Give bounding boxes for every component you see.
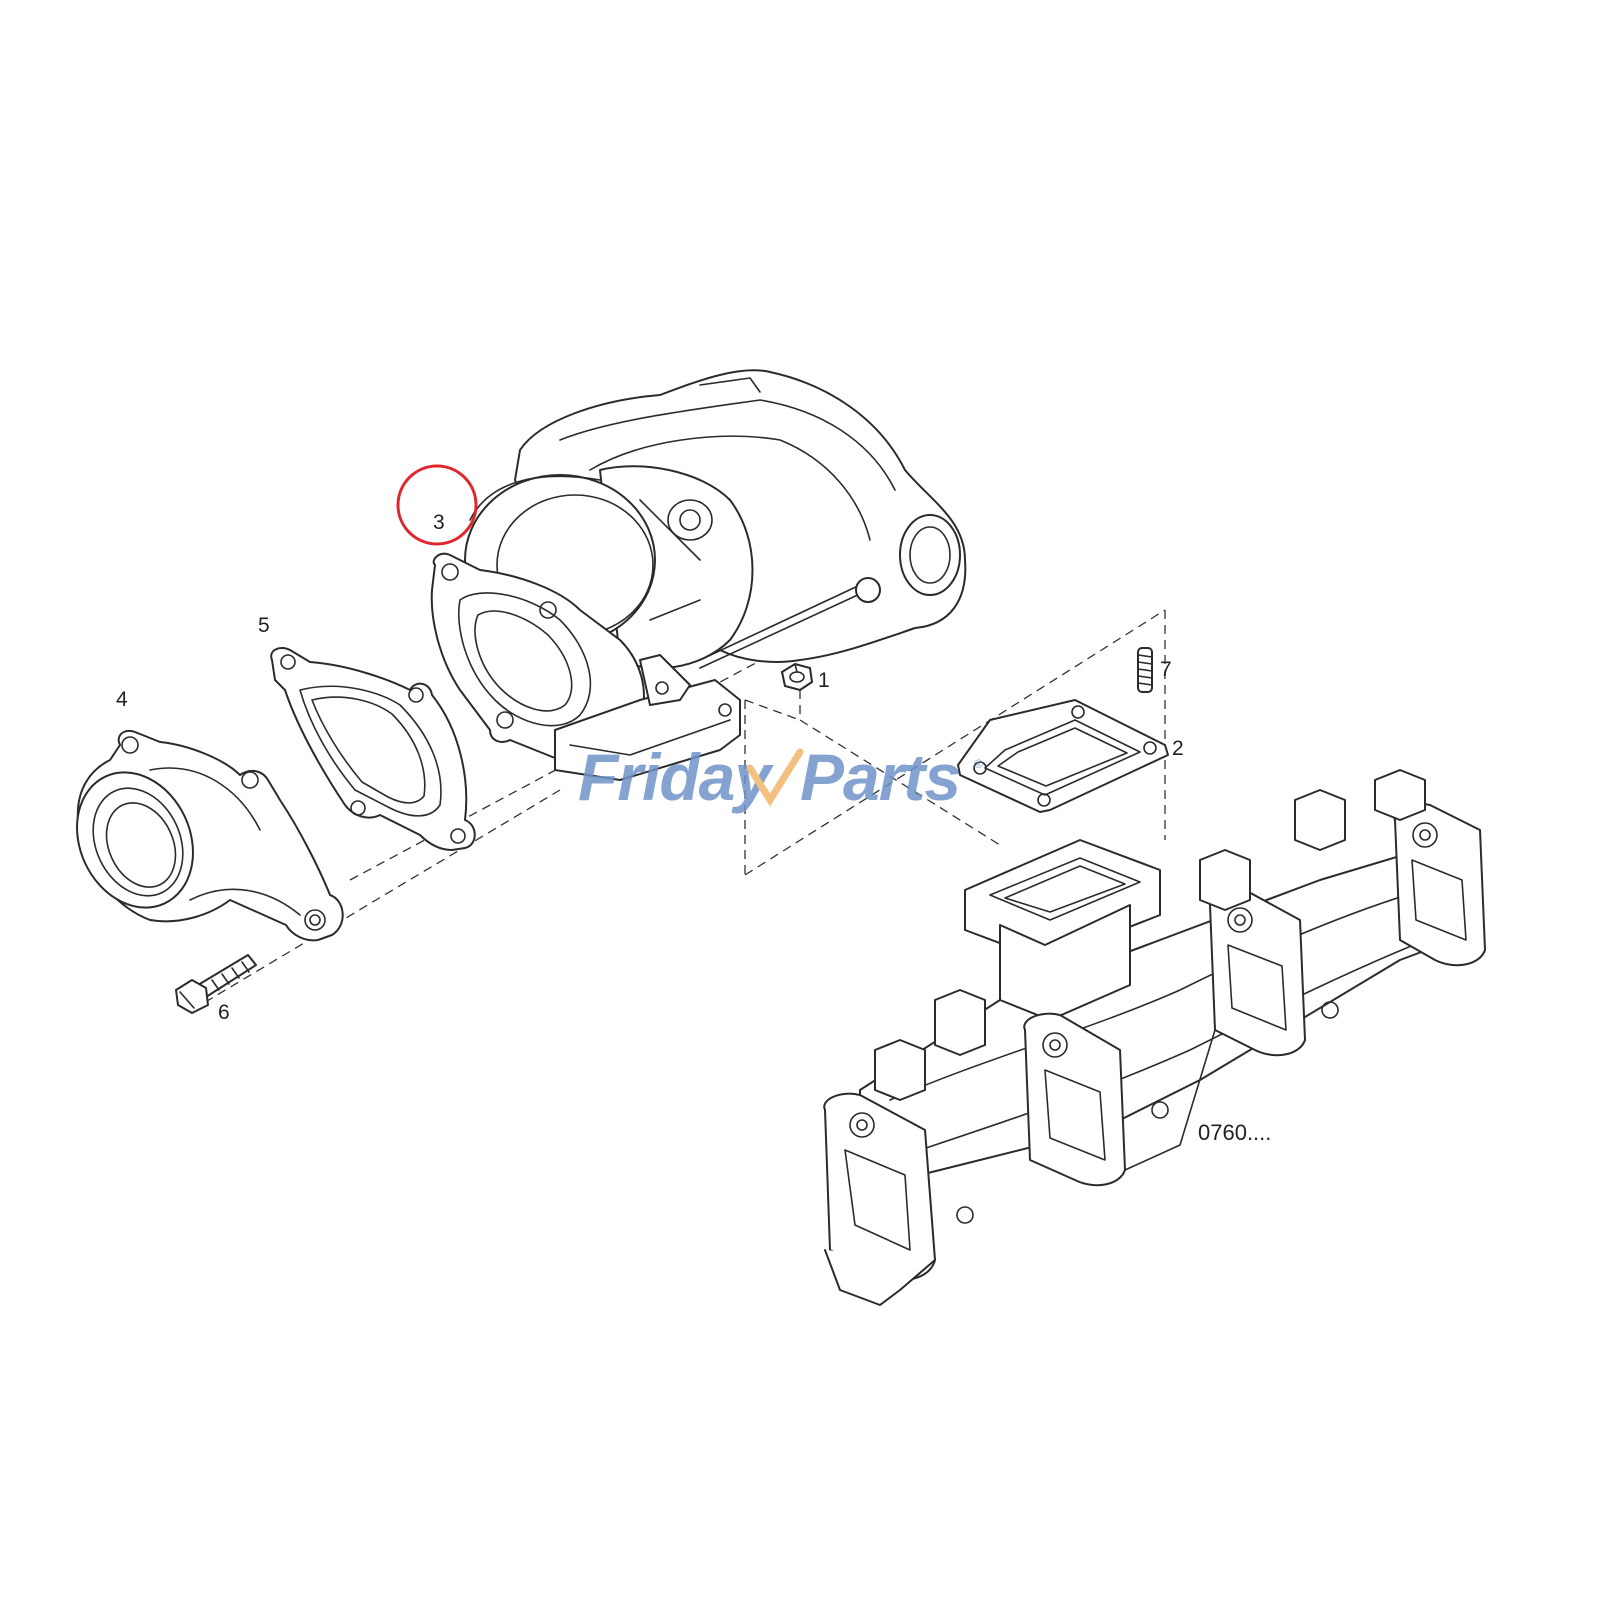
nut-icon xyxy=(781,663,813,691)
callout-outlet-elbow: 4 xyxy=(116,688,128,711)
callout-turbocharger: 3 xyxy=(433,511,445,534)
callout-labels: 1 2 3 4 5 6 7 0760.... xyxy=(116,511,1271,1145)
gasket-icon xyxy=(270,647,476,851)
callout-elbow-gasket: 5 xyxy=(258,614,270,637)
bolt-icon xyxy=(175,954,257,1014)
brand-watermark: Friday Parts ® xyxy=(578,740,983,814)
elbow-icon xyxy=(76,729,344,942)
watermark-text-part-one: Friday xyxy=(578,740,774,814)
reference-code: 0760.... xyxy=(1198,1120,1271,1145)
stud-icon xyxy=(1137,647,1153,693)
watermark-check-mark xyxy=(746,748,804,807)
watermark-registered-mark: ® xyxy=(974,757,983,771)
exhaust-manifold-icon xyxy=(823,769,1486,1306)
callout-3-highlight-ring xyxy=(396,464,478,546)
callout-manifold-gasket: 2 xyxy=(1172,737,1184,760)
callout-nut: 1 xyxy=(818,669,830,692)
watermark-text-part-two: Parts xyxy=(800,740,960,814)
callout-screw: 6 xyxy=(218,1001,230,1024)
turbocharger-icon xyxy=(430,369,967,781)
manifold-gasket-icon xyxy=(957,699,1169,813)
callout-stud: 7 xyxy=(1160,658,1172,681)
